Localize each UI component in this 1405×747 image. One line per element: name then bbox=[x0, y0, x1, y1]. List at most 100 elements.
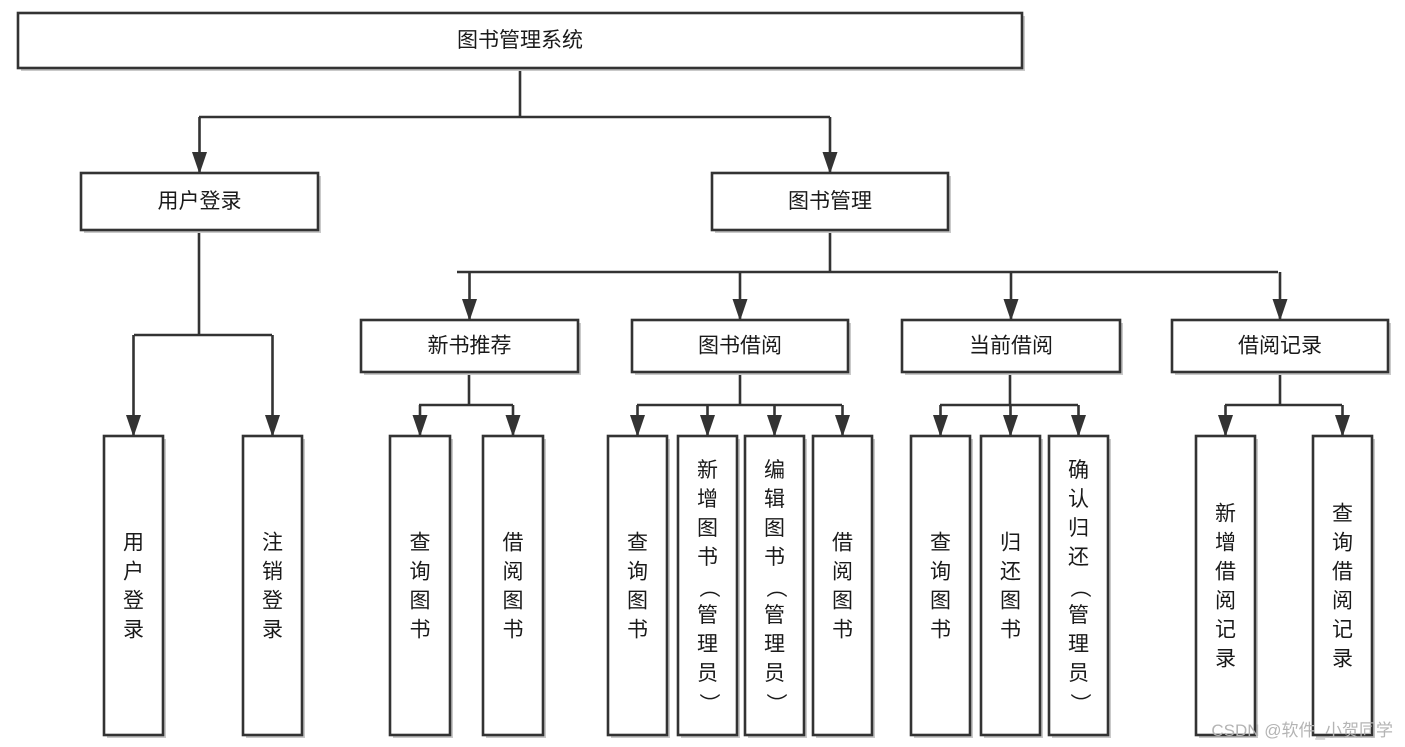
node-label-char: 查 bbox=[930, 532, 951, 555]
node-label-char: 询 bbox=[930, 561, 951, 584]
connector-bus-book-borrow bbox=[637, 372, 842, 407]
connector-edge-book-manage-to-book-borrow bbox=[732, 272, 748, 321]
node-label-char: 图 bbox=[697, 517, 718, 540]
node-label-char: 阅 bbox=[1332, 590, 1353, 613]
node-box bbox=[630, 318, 850, 374]
node-label-char: 书 bbox=[503, 619, 524, 642]
arrow-head-icon bbox=[1335, 415, 1350, 437]
node-label-char: 书 bbox=[930, 619, 951, 642]
node-box bbox=[16, 11, 1024, 70]
node-label-char: 记 bbox=[1215, 619, 1236, 642]
node-label-char: 图 bbox=[410, 590, 431, 613]
node-box bbox=[1194, 434, 1257, 737]
node-label-char: 阅 bbox=[1215, 590, 1236, 613]
connector-edge-current-borrow-to-leaf-return-book bbox=[1003, 405, 1018, 437]
node-new-book-rec[interactable]: 新书推荐 bbox=[359, 318, 581, 375]
node-label-char: 借 bbox=[1332, 561, 1353, 584]
node-label-char: 图 bbox=[930, 590, 951, 613]
node-label-char: 询 bbox=[410, 561, 431, 584]
connector-edge-borrow-record-to-leaf-add-record bbox=[1218, 405, 1233, 437]
node-label-char: 员 bbox=[697, 662, 718, 685]
node-box bbox=[388, 434, 452, 737]
connector-bus-borrow-record bbox=[1225, 372, 1342, 407]
node-label-char: ） bbox=[1068, 693, 1091, 714]
node-label: 当前借阅 bbox=[969, 335, 1053, 358]
connector-edge-user-login-to-leaf-user-login bbox=[126, 335, 141, 437]
node-label-char: 认 bbox=[1068, 488, 1089, 511]
connector-edge-book-borrow-to-leaf-query-book-2 bbox=[630, 405, 645, 437]
node-label-char: 登 bbox=[123, 590, 144, 613]
connector-edge-book-manage-to-current-borrow bbox=[1003, 272, 1019, 321]
node-label-char: 理 bbox=[764, 633, 785, 656]
arrow-head-icon bbox=[822, 152, 838, 174]
node-label-char: 书 bbox=[410, 619, 431, 642]
node-label-char: 借 bbox=[503, 532, 524, 555]
node-label: 新书推荐 bbox=[428, 335, 512, 358]
node-label-char: 阅 bbox=[832, 561, 853, 584]
connector-bus-current-borrow bbox=[940, 372, 1078, 407]
connector-edge-borrow-record-to-leaf-query-record bbox=[1335, 405, 1350, 437]
node-book-manage[interactable]: 图书管理 bbox=[710, 171, 951, 233]
node-label-char: 管 bbox=[764, 604, 785, 627]
arrow-head-icon bbox=[126, 415, 141, 437]
node-label-char: 增 bbox=[697, 488, 718, 511]
node-label-char: 图 bbox=[627, 590, 648, 613]
arrow-head-icon bbox=[1003, 415, 1018, 437]
arrow-head-icon bbox=[933, 415, 948, 437]
node-box bbox=[743, 434, 806, 737]
node-label-char: 图 bbox=[832, 590, 853, 613]
node-label-char: 户 bbox=[123, 561, 144, 584]
node-leaf-user-login[interactable]: 用户登录 bbox=[102, 434, 166, 738]
connector-edge-root-to-user-login bbox=[192, 117, 207, 174]
node-label-char: 图 bbox=[764, 517, 785, 540]
node-label-char: 还 bbox=[1000, 561, 1021, 584]
node-root[interactable]: 图书管理系统 bbox=[16, 11, 1025, 71]
node-label-char: 询 bbox=[1332, 532, 1353, 555]
node-label-char: 归 bbox=[1000, 532, 1021, 555]
node-label-char: 理 bbox=[697, 633, 718, 656]
node-borrow-record[interactable]: 借阅记录 bbox=[1170, 318, 1391, 375]
node-box bbox=[811, 434, 874, 737]
connector-bus-new-book-rec bbox=[419, 372, 513, 407]
node-label-char: 管 bbox=[697, 604, 718, 627]
node-label-char: 询 bbox=[627, 561, 648, 584]
node-user-login[interactable]: 用户登录 bbox=[79, 171, 321, 233]
watermark-text: CSDN @软件_小贺同学 bbox=[1211, 721, 1393, 740]
connector-layer bbox=[126, 68, 1350, 437]
arrow-head-icon bbox=[1272, 299, 1288, 321]
node-book-borrow[interactable]: 图书借阅 bbox=[630, 318, 851, 375]
node-label-char: 录 bbox=[262, 619, 283, 642]
node-label-char: 书 bbox=[1000, 619, 1021, 642]
node-label-char: 图 bbox=[503, 590, 524, 613]
node-label-char: 辑 bbox=[764, 488, 785, 511]
arrow-head-icon bbox=[835, 415, 850, 437]
arrow-head-icon bbox=[1003, 299, 1019, 321]
node-label-char: 新 bbox=[1215, 503, 1236, 526]
node-box bbox=[1047, 434, 1110, 737]
node-current-borrow[interactable]: 当前借阅 bbox=[900, 318, 1123, 375]
node-label-char: 查 bbox=[1332, 503, 1353, 526]
node-label-char: 图 bbox=[1000, 590, 1021, 613]
node-label-char: 查 bbox=[410, 532, 431, 555]
node-label-char: 新 bbox=[697, 459, 718, 482]
node-label-char: 登 bbox=[262, 590, 283, 613]
node-label-char: 书 bbox=[832, 619, 853, 642]
connector-edge-new-book-rec-to-leaf-query-book-1 bbox=[412, 405, 428, 437]
node-label-char: 注 bbox=[262, 532, 283, 555]
node-box bbox=[676, 434, 739, 737]
arrow-head-icon bbox=[462, 299, 477, 321]
